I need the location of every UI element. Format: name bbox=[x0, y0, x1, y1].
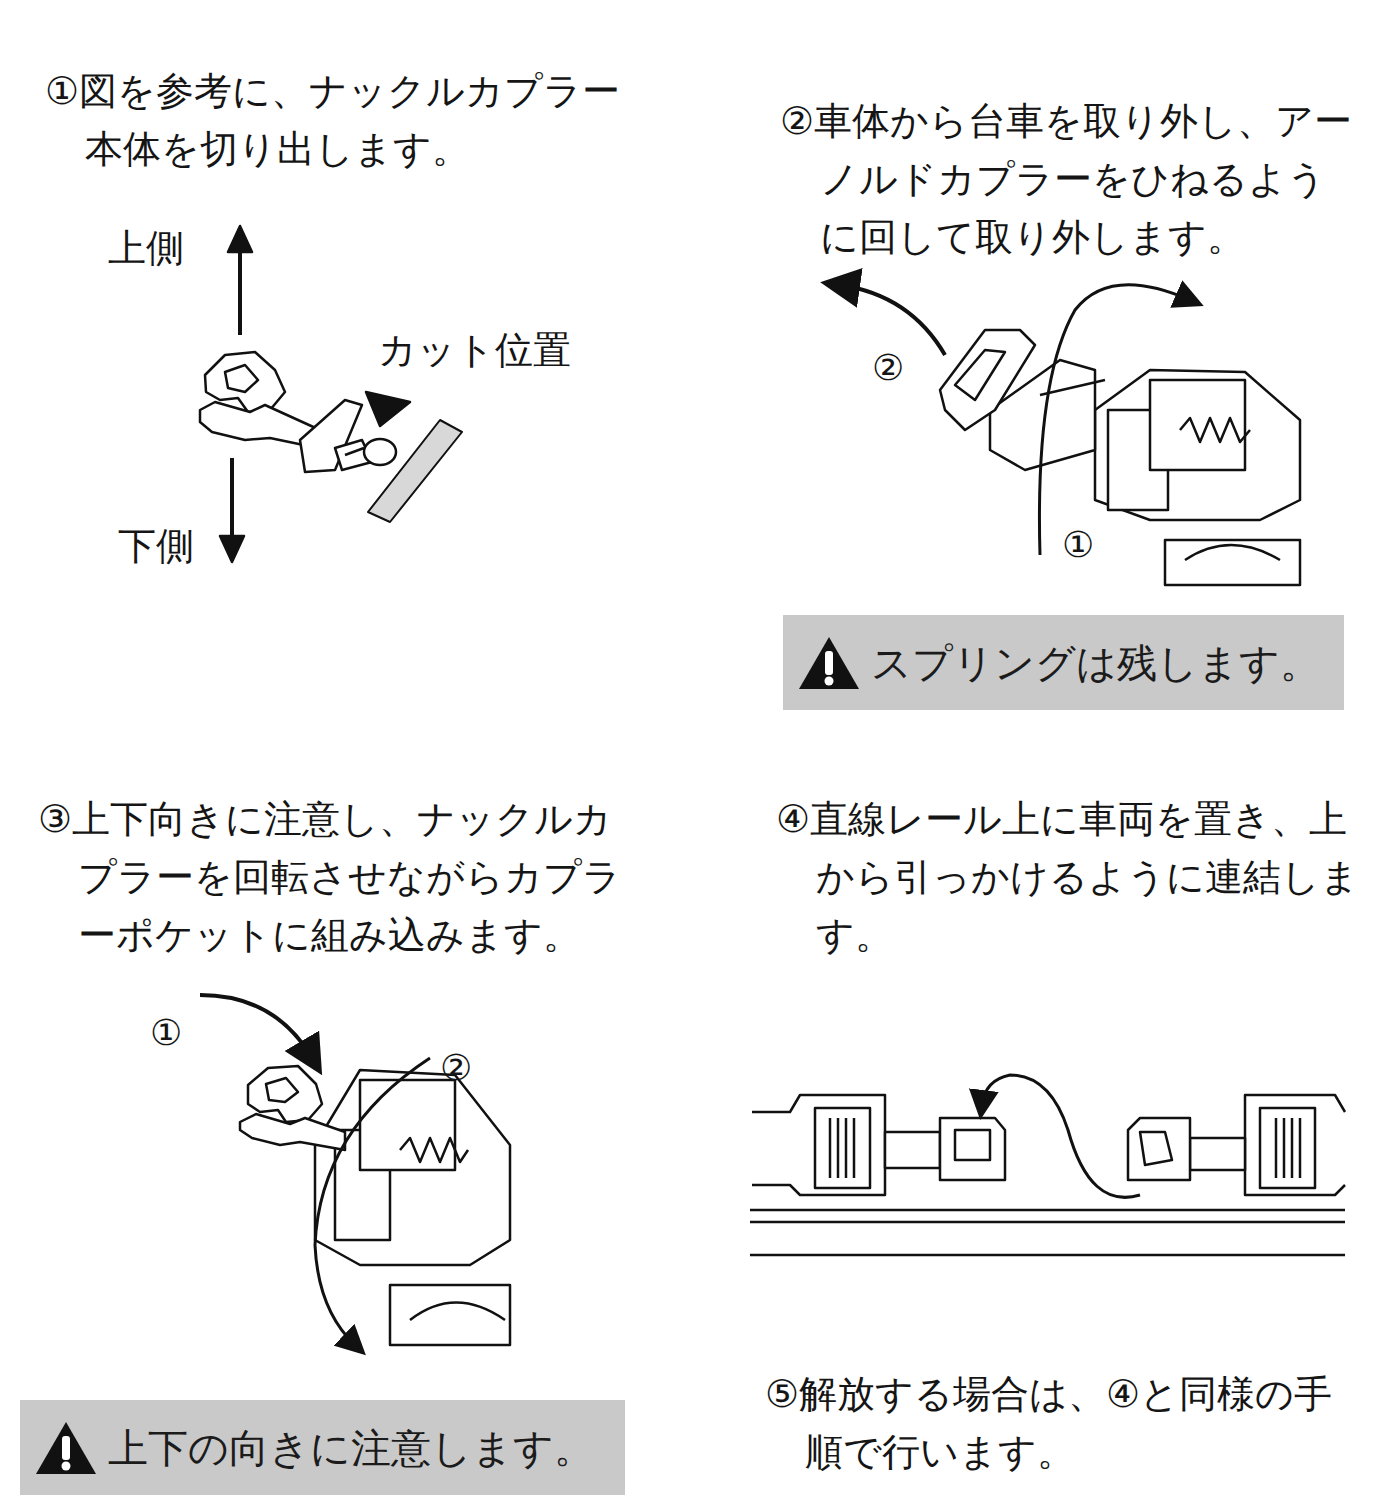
coupler-pocket bbox=[1095, 370, 1300, 585]
up-arrowhead bbox=[228, 226, 252, 252]
step-instruction: ①図を参考に、ナックルカプラー本体を切り出します。 bbox=[45, 62, 655, 178]
step-instruction: ④直線レール上に車両を置き、上から引っかけるように連結します。 bbox=[776, 790, 1361, 964]
warning-text: スプリングは残します。 bbox=[871, 639, 1320, 687]
down-arrowhead bbox=[220, 536, 244, 562]
part-label: カット位置 bbox=[378, 328, 571, 374]
rail-track bbox=[750, 1210, 1345, 1255]
cut-mark bbox=[366, 392, 410, 426]
warning-icon bbox=[797, 633, 861, 693]
up-arrow bbox=[238, 250, 242, 335]
callout-number: ② bbox=[872, 346, 904, 389]
down-arrow bbox=[230, 458, 234, 538]
direction-label: 下側 bbox=[118, 524, 194, 570]
rotate-arrow bbox=[315, 1058, 430, 1345]
step-instruction: ③上下向きに注意し、ナックルカプラーを回転させながらカプラーポケットに組み込みま… bbox=[38, 790, 648, 964]
step-instruction: ②車体から台車を取り外し、アーノルドカプラーをひねるように回して取り外します。 bbox=[780, 92, 1355, 266]
arnold-coupler bbox=[940, 330, 1105, 470]
warning-icon bbox=[34, 1418, 98, 1478]
direction-label: 上側 bbox=[108, 226, 184, 272]
callout-number: ① bbox=[1062, 523, 1094, 566]
left-car bbox=[752, 1095, 1005, 1195]
knuckle-coupler bbox=[240, 1066, 345, 1150]
warning-band: スプリングは残します。 bbox=[783, 615, 1344, 710]
step-instruction: ⑤解放する場合は、④と同様の手順で行います。 bbox=[765, 1365, 1350, 1481]
sprue-runner bbox=[368, 420, 462, 522]
callout-number: ② bbox=[440, 1046, 472, 1089]
right-car bbox=[1128, 1095, 1345, 1195]
twist-arrow bbox=[1039, 285, 1190, 555]
turn-arrow bbox=[840, 285, 945, 355]
knuckle-coupler bbox=[200, 352, 396, 472]
lift-arrow bbox=[982, 1075, 1140, 1197]
warning-band: 上下の向きに注意します。 bbox=[20, 1400, 625, 1495]
coupler-pocket bbox=[315, 1070, 510, 1345]
warning-text: 上下の向きに注意します。 bbox=[108, 1424, 594, 1472]
insert-arrow bbox=[200, 995, 312, 1058]
callout-number: ① bbox=[150, 1011, 182, 1054]
